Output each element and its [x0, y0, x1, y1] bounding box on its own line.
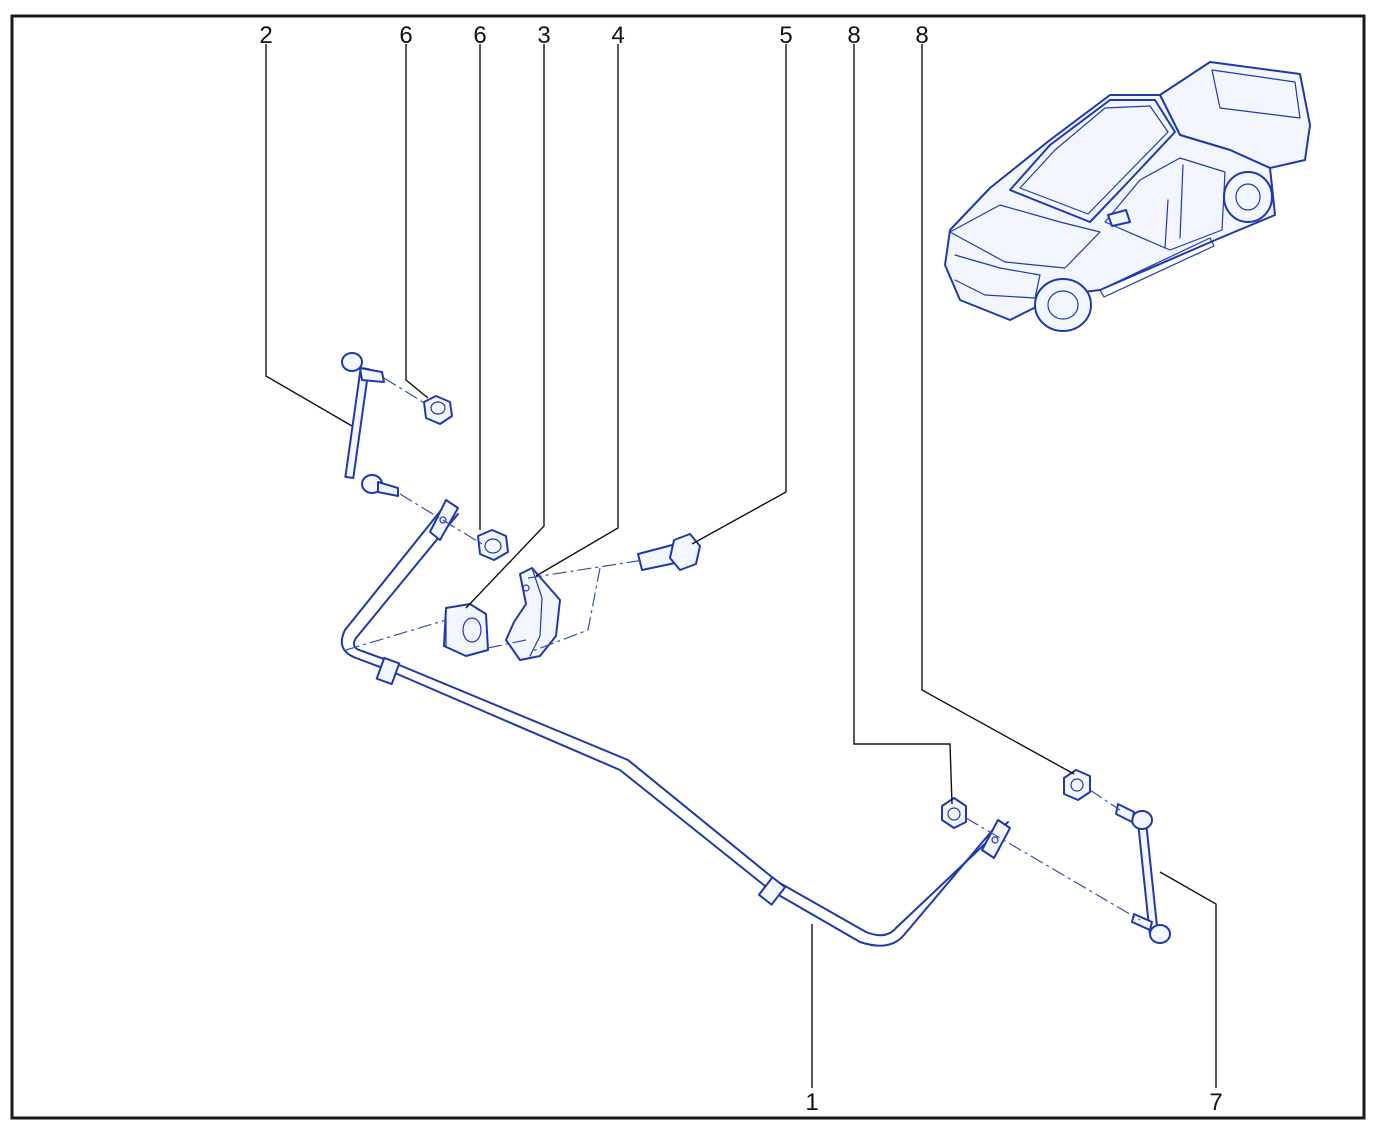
callout-4: 4 [611, 22, 624, 49]
leader-5 [691, 44, 787, 545]
callout-5: 5 [779, 22, 792, 49]
bushing [443, 603, 489, 657]
callout-7: 7 [1209, 1089, 1222, 1116]
bracket [505, 567, 561, 661]
nut-upper-right [1063, 769, 1091, 801]
nut-lower-left [477, 529, 509, 561]
leader-7 [1159, 871, 1217, 1088]
leader-4 [535, 44, 619, 577]
callout-8b: 8 [915, 22, 928, 49]
callout-6b: 6 [473, 22, 486, 49]
leader-8a [853, 44, 953, 805]
leader-3 [465, 44, 545, 609]
callout-2: 2 [259, 22, 272, 49]
callout-6a: 6 [399, 22, 412, 49]
diagram-frame [10, 14, 1366, 1120]
callout-8a: 8 [847, 22, 860, 49]
callout-3: 3 [537, 22, 550, 49]
leader-2 [265, 44, 353, 427]
stabilizer-bar [340, 499, 1011, 947]
callout-1: 1 [805, 1089, 818, 1116]
link-rod-right [1115, 803, 1171, 944]
assembly-lines [345, 377, 1141, 921]
bolt [637, 533, 701, 571]
leader-lines [265, 44, 1217, 1088]
callout-numbers: 2 6 6 3 4 5 8 8 1 7 [259, 22, 1222, 1116]
link-rod-left [341, 352, 399, 497]
nut-lower-right [941, 797, 967, 829]
leader-8b [921, 44, 1075, 775]
nut-upper-left [423, 395, 453, 425]
vehicle-illustration [944, 61, 1311, 332]
leader-6a [405, 44, 429, 399]
